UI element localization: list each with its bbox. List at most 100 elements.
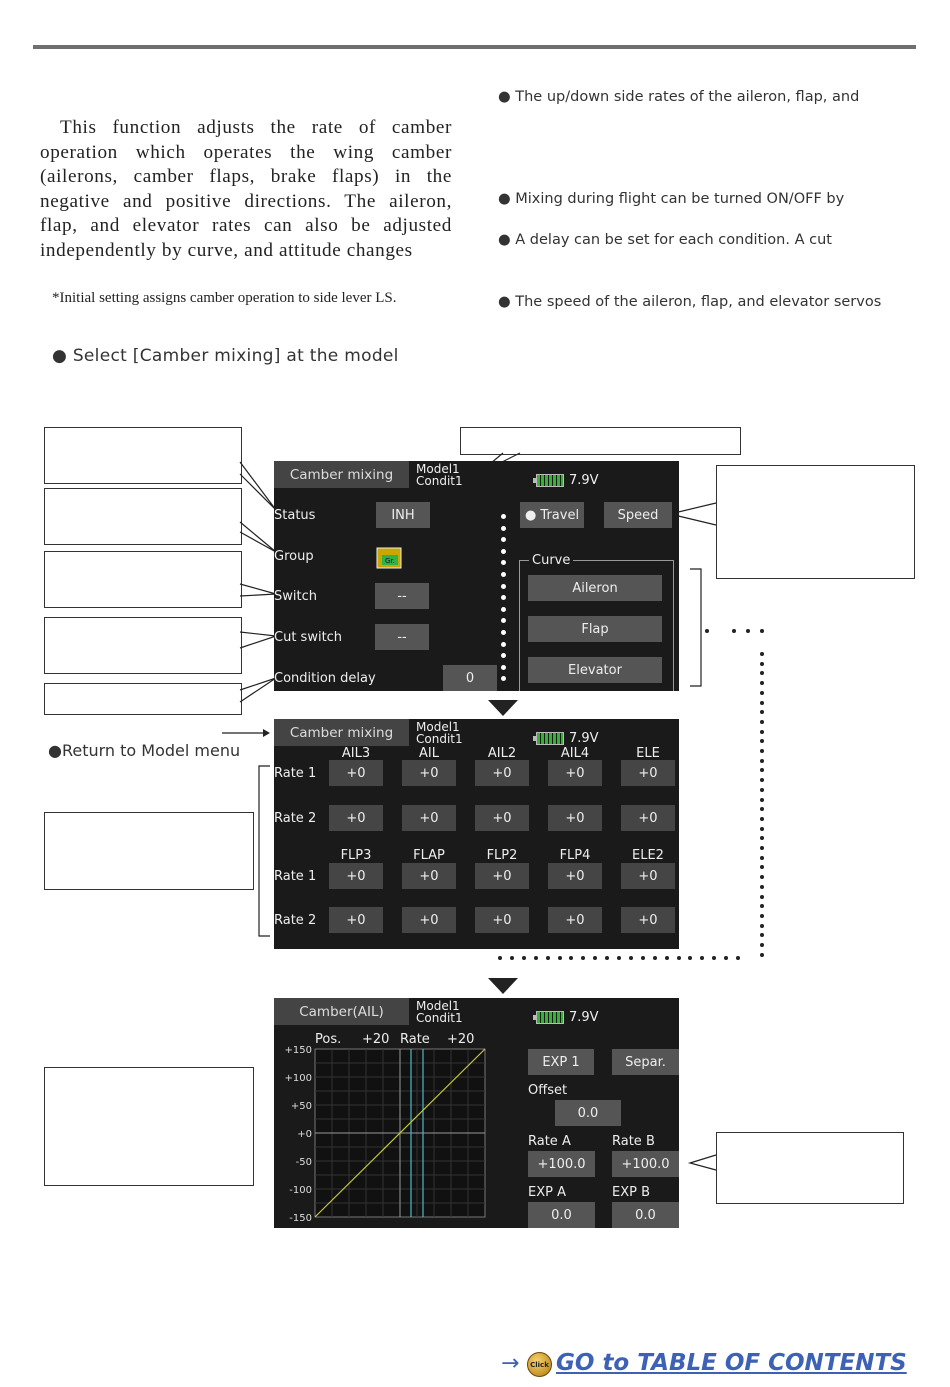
screen-title[interactable]: Camber(AIL): [274, 998, 409, 1025]
connector-dot: [760, 652, 764, 656]
connector-dot: [760, 826, 764, 831]
rate-value-field[interactable]: +0: [402, 863, 456, 889]
connector-dot: [760, 816, 764, 821]
table-of-contents-link[interactable]: GO to TABLE OF CONTENTS: [556, 1350, 907, 1376]
connector-dot: [705, 629, 709, 633]
connector-dot: [760, 884, 764, 889]
rate-value-field[interactable]: +0: [621, 805, 675, 831]
connector-dot: [569, 956, 574, 960]
intro-paragraph: This function adjusts the rate of camber…: [40, 117, 452, 261]
speed-tab[interactable]: Speed: [604, 502, 672, 528]
exp1-button[interactable]: EXP 1: [528, 1049, 594, 1075]
connector-dot: [760, 778, 764, 783]
bullet-rates: ● The up/down side rates of the aileron,…: [498, 89, 860, 105]
rate-value-field[interactable]: +0: [329, 805, 383, 831]
rate-value-field[interactable]: +0: [475, 907, 529, 933]
connector-dot: [593, 956, 598, 960]
rate-value-field[interactable]: +0: [402, 805, 456, 831]
page-dot: [501, 653, 506, 659]
condition-name: Condit1: [416, 1011, 463, 1025]
curve-graph[interactable]: +150+100+50+0-50-100-150: [274, 998, 679, 1228]
return-to-model-menu-link[interactable]: ●Return to Model menu: [48, 741, 241, 760]
battery-icon: [533, 474, 564, 487]
battery-indicator: 7.9V: [533, 1010, 599, 1025]
rate-value-field[interactable]: +0: [621, 760, 675, 786]
connector-dot: [760, 739, 764, 744]
rate-b-field[interactable]: +100.0: [612, 1151, 679, 1177]
screen-title[interactable]: Camber mixing: [274, 461, 409, 488]
connector-dot: [760, 671, 764, 676]
channel-header: AIL4: [560, 746, 590, 761]
rate-value-field[interactable]: +0: [621, 863, 675, 889]
rate-value-field[interactable]: +0: [475, 863, 529, 889]
rate-a-field[interactable]: +100.0: [528, 1151, 595, 1177]
rate-value-field[interactable]: +0: [548, 805, 602, 831]
rate-row-label: Rate 2: [274, 913, 317, 928]
screen-title[interactable]: Camber mixing: [274, 719, 409, 746]
connector-dot: [736, 956, 740, 960]
rate-b-label: Rate B: [612, 1134, 655, 1149]
exp-a-field[interactable]: 0.0: [528, 1202, 595, 1228]
connector-dot: [760, 952, 764, 957]
connector-dot: [760, 933, 764, 938]
rate-value-field[interactable]: +0: [329, 907, 383, 933]
connector-dot: [617, 956, 621, 960]
camber-rate-screen: Camber mixing Model1 Condit1 7.9V Rate 1…: [274, 719, 679, 949]
aileron-curve-button[interactable]: Aileron: [528, 575, 662, 601]
connector-dot: [664, 956, 669, 960]
connector-dot: [724, 956, 729, 960]
rate-row-label: Rate 1: [274, 766, 317, 781]
callout-box: [716, 1132, 904, 1204]
channel-header: AIL2: [487, 746, 517, 761]
svg-text:Gr.: Gr.: [385, 557, 395, 565]
travel-tab[interactable]: ● Travel: [520, 502, 584, 528]
header-rule: [33, 45, 916, 49]
callout-box: [44, 427, 242, 484]
rate-value-field[interactable]: +0: [548, 760, 602, 786]
page-dot: [501, 560, 506, 566]
click-icon[interactable]: Click: [527, 1352, 552, 1377]
curve-label: Curve: [529, 553, 574, 568]
exp-b-field[interactable]: 0.0: [612, 1202, 679, 1228]
connector-dot: [732, 629, 736, 633]
channel-header: ELE: [636, 746, 660, 761]
rate-row-label: Rate 1: [274, 869, 317, 884]
rate-value-field[interactable]: +0: [621, 907, 675, 933]
rate-value-field[interactable]: +0: [475, 760, 529, 786]
status-button[interactable]: INH: [376, 502, 430, 528]
connector-dot: [760, 894, 764, 899]
model-name: Model1: [416, 999, 460, 1013]
page-dot: [501, 606, 506, 612]
connector-dot: [652, 956, 657, 960]
separate-button[interactable]: Separ.: [612, 1049, 679, 1075]
rate-value-field[interactable]: +0: [548, 907, 602, 933]
rate-value-field[interactable]: +0: [402, 907, 456, 933]
switch-button[interactable]: --: [375, 583, 429, 609]
bullet-mixing-switch: ● Mixing during flight can be turned ON/…: [498, 191, 845, 207]
cut-switch-button[interactable]: --: [375, 624, 429, 650]
page-dot: [501, 676, 506, 682]
group-icon[interactable]: Gr.: [376, 543, 402, 569]
callout-box: [44, 551, 242, 608]
y-tick-label: -50: [296, 1157, 312, 1168]
elevator-curve-button[interactable]: Elevator: [528, 657, 662, 683]
callout-box: [44, 683, 242, 715]
callout-box: [44, 812, 254, 890]
connector-dot: [521, 956, 526, 960]
connector-dot: [760, 758, 764, 763]
bullet-delay: ● A delay can be set for each condition.…: [498, 232, 832, 248]
rate-value-field[interactable]: +0: [329, 863, 383, 889]
rate-value: +20: [447, 1032, 475, 1047]
flap-curve-button[interactable]: Flap: [528, 616, 662, 642]
page-dot: [501, 583, 506, 589]
callout-box: [44, 617, 242, 674]
condition-delay-field[interactable]: 0: [443, 665, 497, 691]
condition-name: Condit1: [416, 474, 463, 488]
page-dot: [501, 537, 506, 543]
rate-value-field[interactable]: +0: [402, 760, 456, 786]
rate-value-field[interactable]: +0: [475, 805, 529, 831]
offset-field[interactable]: 0.0: [555, 1100, 621, 1126]
channel-header: AIL3: [341, 746, 371, 761]
rate-value-field[interactable]: +0: [548, 863, 602, 889]
rate-value-field[interactable]: +0: [329, 760, 383, 786]
